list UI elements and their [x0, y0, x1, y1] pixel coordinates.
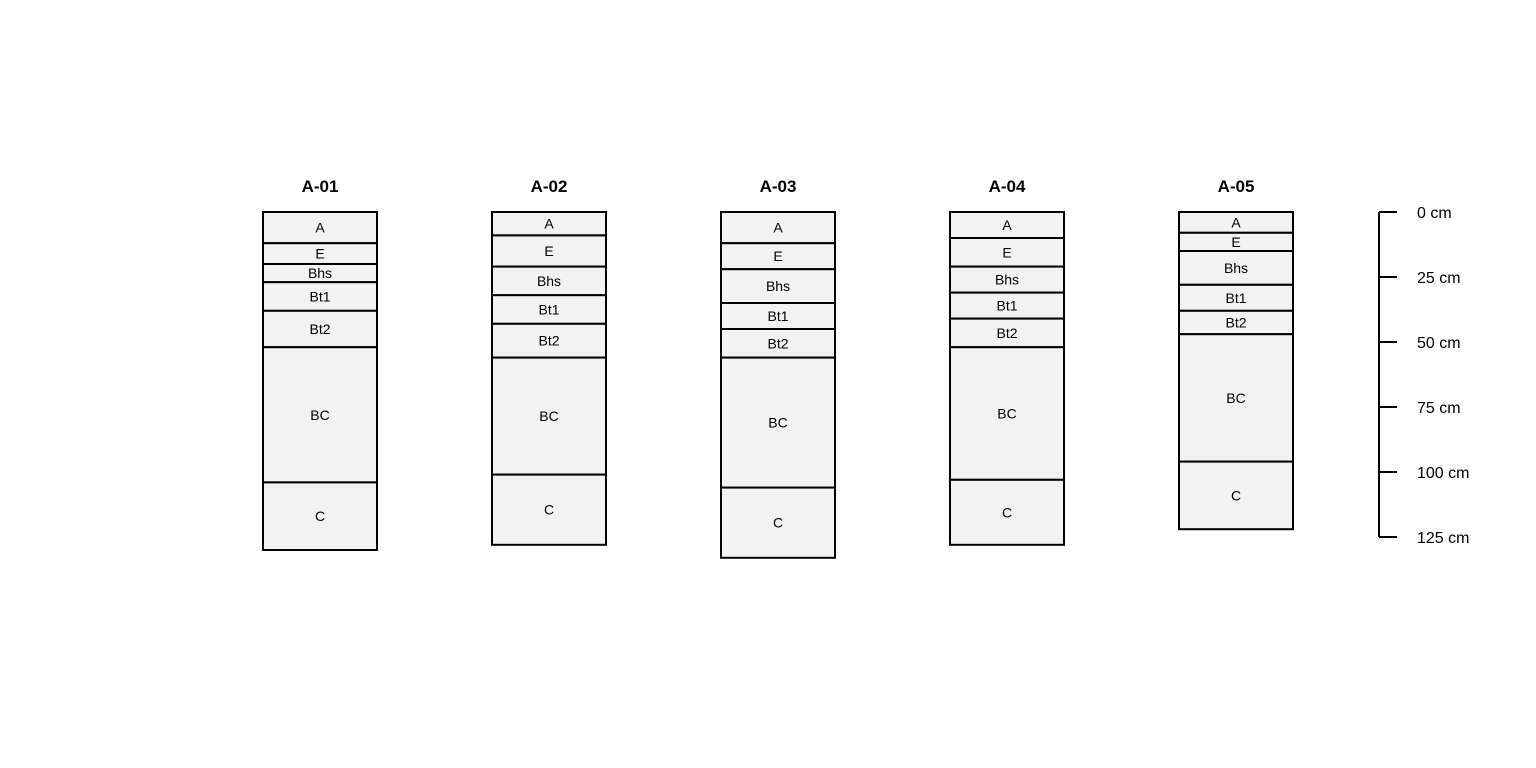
horizon-c: [262, 481, 378, 551]
horizon-label: Bt1: [996, 298, 1017, 314]
scale-tick-label: 75 cm: [1417, 400, 1461, 417]
horizon-c: [491, 473, 607, 546]
horizon-bhs: [1178, 250, 1294, 286]
horizon-label: C: [1002, 504, 1012, 520]
horizon-label: A: [315, 220, 325, 236]
scale-tick-label: 100 cm: [1417, 465, 1469, 482]
horizon-label: C: [544, 502, 554, 518]
scale-tick-label: 25 cm: [1417, 270, 1461, 287]
profile-title: A-03: [760, 177, 797, 196]
horizon-label: E: [1002, 244, 1011, 260]
horizon-label: BC: [539, 408, 558, 424]
horizon-label: E: [1231, 234, 1240, 250]
horizon-label: Bt2: [538, 333, 559, 349]
horizon-bt1: [720, 302, 836, 330]
horizon-label: Bt2: [767, 335, 788, 351]
profile-title: A-04: [989, 177, 1026, 196]
scale-tick-label: 0 cm: [1417, 205, 1452, 222]
horizon-label: A: [1002, 217, 1012, 233]
horizon-label: Bt1: [538, 302, 559, 318]
horizon-label: C: [773, 515, 783, 531]
horizon-label: A: [773, 220, 783, 236]
horizon-a: [720, 211, 836, 245]
profile-title: A-02: [531, 177, 568, 196]
horizon-label: Bt1: [767, 308, 788, 324]
horizon-label: BC: [310, 407, 329, 423]
scale-tick-label: 125 cm: [1417, 530, 1469, 547]
horizon-label: Bt2: [309, 321, 330, 337]
horizon-label: Bhs: [995, 272, 1019, 288]
horizon-label: A: [544, 216, 554, 232]
horizon-bt1: [262, 281, 378, 312]
horizon-label: E: [773, 248, 782, 264]
horizon-label: Bhs: [766, 278, 790, 294]
horizon-label: Bt2: [1225, 315, 1246, 331]
horizon-label: C: [1231, 487, 1241, 503]
horizon-label: Bhs: [537, 273, 561, 289]
horizon-bc: [1178, 333, 1294, 463]
profiles-layer: A-01AEBhsBt1Bt2BCCA-02AEBhsBt1Bt2BCCA-03…: [262, 177, 1294, 559]
horizon-a: [949, 211, 1065, 239]
horizon-e: [720, 242, 836, 271]
horizon-label: E: [315, 246, 324, 262]
horizon-bt2: [262, 309, 378, 349]
horizon-label: Bhs: [308, 265, 332, 281]
horizon-c: [949, 478, 1065, 546]
horizon-bc: [262, 346, 378, 484]
horizon-bt1: [491, 294, 607, 325]
horizon-label: Bt1: [309, 289, 330, 305]
horizon-bhs: [949, 265, 1065, 294]
horizon-label: BC: [1226, 390, 1245, 406]
horizon-bc: [949, 346, 1065, 481]
horizon-bt1: [1178, 283, 1294, 312]
horizon-label: C: [315, 508, 325, 524]
horizon-bhs: [491, 265, 607, 297]
horizon-c: [1178, 460, 1294, 531]
profile-title: A-01: [302, 177, 339, 196]
depth-scale: 0 cm 25 cm 50 cm 75 cm 100 cm 125 cm: [1378, 205, 1469, 547]
horizon-bt2: [720, 328, 836, 359]
horizon-label: E: [544, 243, 553, 259]
horizon-c: [720, 486, 836, 559]
profile-title: A-05: [1218, 177, 1255, 196]
horizon-bc: [720, 356, 836, 489]
horizon-bt2: [491, 322, 607, 359]
horizon-label: Bhs: [1224, 260, 1248, 276]
horizon-label: A: [1231, 214, 1241, 230]
horizon-label: Bt2: [996, 325, 1017, 341]
scale-tick-label: 50 cm: [1417, 335, 1461, 352]
horizon-label: BC: [997, 406, 1016, 422]
horizon-label: Bt1: [1225, 290, 1246, 306]
horizon-bhs: [720, 268, 836, 305]
horizon-label: BC: [768, 415, 787, 431]
